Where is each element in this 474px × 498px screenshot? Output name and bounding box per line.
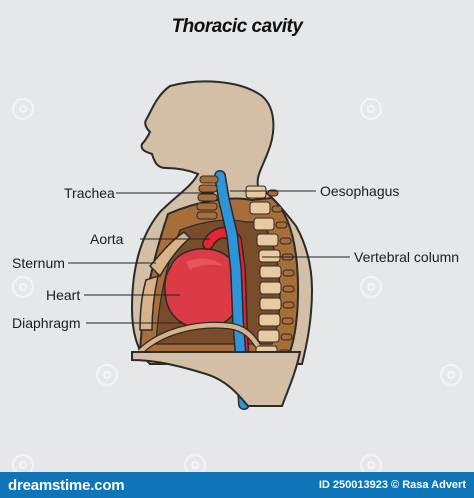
watermark-icon	[96, 364, 118, 386]
watermark-icon	[12, 276, 34, 298]
trachea-rings	[196, 175, 219, 220]
diagram-title: Thoracic cavity	[171, 16, 303, 37]
watermark-icon	[12, 98, 34, 120]
label-diaphragm: Diaphragm	[12, 315, 81, 331]
leader-lines	[68, 190, 350, 324]
label-aorta: Aorta	[90, 231, 124, 247]
brand-logo[interactable]: dreamstime.com	[8, 476, 125, 494]
brand-suffix: time.com	[60, 476, 125, 494]
watermark-icon	[360, 276, 382, 298]
image-credit: ID 250013923 © Rasa Advert	[318, 479, 466, 491]
brand-prefix: dreams	[8, 476, 61, 494]
label-trachea: Trachea	[64, 185, 115, 201]
sternum-bone	[148, 231, 192, 278]
label-oesophagus: Oesophagus	[320, 183, 400, 199]
watermark-icon	[360, 98, 382, 120]
watermark-icon	[440, 364, 462, 386]
label-vertebral-column: Vertebral column	[354, 249, 460, 265]
label-heart: Heart	[46, 287, 81, 303]
label-sternum: Sternum	[12, 255, 65, 271]
footer-bar: dreamstime.com ID 250013923 © Rasa Adver…	[0, 472, 474, 498]
abdomen-region	[131, 351, 302, 407]
